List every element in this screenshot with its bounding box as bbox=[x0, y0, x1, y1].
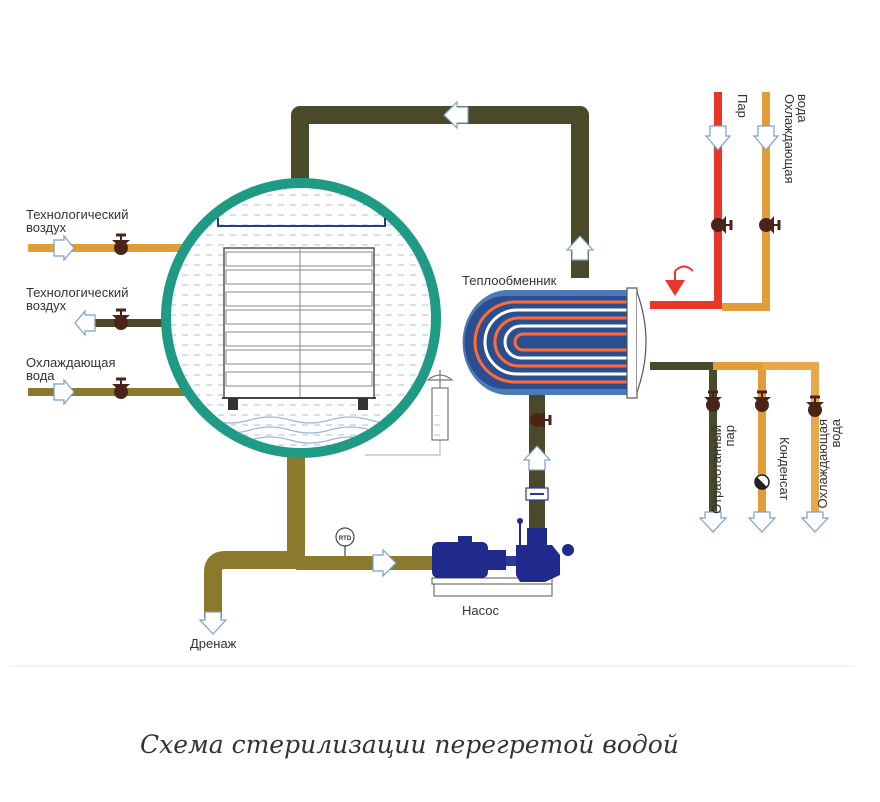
cooling-water-top-pipe bbox=[722, 92, 781, 311]
heat-exchanger-label: Теплообменник bbox=[462, 273, 557, 288]
diagram-caption: Схема стерилизации перегретой водой bbox=[140, 730, 679, 759]
arrow-up-icon bbox=[522, 445, 552, 471]
cooling-water-in-label-2: вода bbox=[26, 368, 55, 383]
arrow-right-icon bbox=[53, 234, 75, 262]
arrow-left-icon bbox=[443, 100, 469, 130]
cooling-water-top-label-1: Охлаждающая bbox=[782, 94, 797, 184]
arrow-down-icon bbox=[198, 611, 228, 635]
arrow-right-icon bbox=[372, 548, 397, 578]
level-gauge bbox=[365, 370, 454, 456]
spent-steam-label-1: Отработанный bbox=[709, 425, 724, 514]
steam-pipe bbox=[650, 92, 733, 309]
cooling-water-top-label-2: вода bbox=[795, 94, 810, 123]
valve-icon[interactable] bbox=[702, 390, 724, 414]
process-air-in-pipe bbox=[28, 233, 195, 257]
arrow-down-icon bbox=[800, 511, 830, 533]
pump bbox=[431, 518, 574, 597]
rtd-label: RTD bbox=[339, 536, 352, 542]
flow-switch-icon bbox=[525, 487, 549, 501]
drain-label: Дренаж bbox=[190, 636, 237, 651]
process-air-in-label-1: Технологический bbox=[26, 207, 128, 222]
pump-label: Насос bbox=[462, 603, 499, 618]
rtd-sensor: RTD bbox=[335, 527, 355, 556]
arrow-left-icon bbox=[74, 309, 96, 337]
valve-icon[interactable] bbox=[751, 390, 773, 414]
arrow-down-icon bbox=[747, 511, 777, 533]
arrow-down-icon bbox=[704, 125, 732, 151]
steam-label: Пар bbox=[735, 94, 750, 118]
product-rack bbox=[222, 247, 376, 410]
spent-steam-label-2: пар bbox=[722, 425, 737, 447]
process-air-out-label-2: воздух bbox=[26, 298, 67, 313]
arrow-down-icon bbox=[752, 125, 780, 151]
condensate-label: Конденсат bbox=[777, 437, 792, 500]
cooling-water-in-label-1: Охлаждающая bbox=[26, 355, 116, 370]
valve-icon[interactable] bbox=[804, 395, 826, 419]
cooling-water-out-label-1: Охлаждающая bbox=[815, 419, 830, 509]
autoclave-vessel bbox=[161, 178, 441, 458]
arrow-up-icon bbox=[565, 235, 595, 261]
outlet-pipes bbox=[650, 362, 826, 515]
heat-exchanger bbox=[462, 287, 647, 399]
return-pipe bbox=[291, 106, 589, 278]
process-air-in-label-2: воздух bbox=[26, 220, 67, 235]
drain-pipe bbox=[204, 445, 435, 618]
pump-outlet-pipe bbox=[528, 395, 552, 548]
arrow-right-icon bbox=[53, 378, 75, 406]
arrow-down-icon bbox=[698, 511, 728, 533]
control-valve-icon bbox=[665, 265, 694, 296]
cooling-water-out-label-2: вода bbox=[828, 418, 843, 447]
steam-trap-icon bbox=[754, 474, 770, 490]
process-air-out-label-1: Технологический bbox=[26, 285, 128, 300]
